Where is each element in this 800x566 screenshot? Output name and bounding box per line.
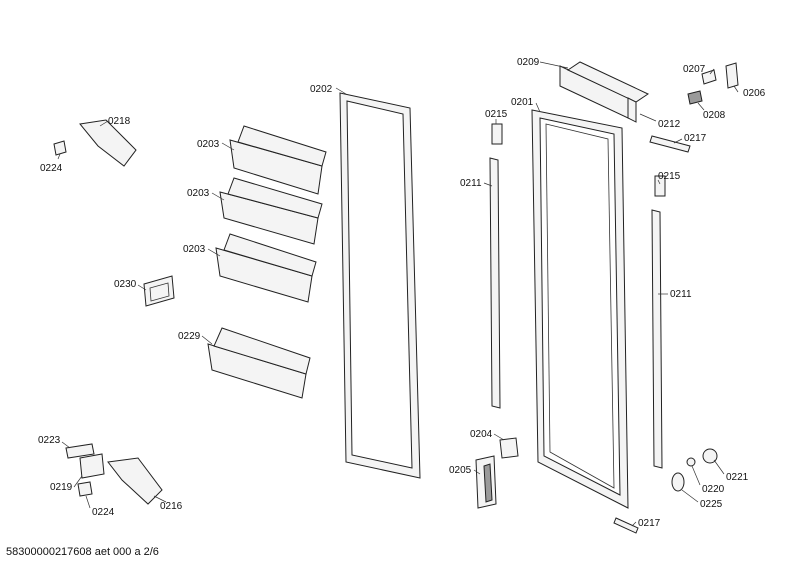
lower-hinge [65, 443, 163, 505]
label-0208: 0208 [703, 110, 726, 121]
label-0230: 0230 [114, 279, 137, 290]
label-0219: 0219 [50, 482, 73, 493]
label-0205: 0205 [449, 465, 472, 476]
door-gasket-panel [339, 92, 421, 479]
label-0215-right: 0215 [658, 171, 681, 182]
label-0220: 0220 [702, 484, 725, 495]
hinge-block [475, 437, 519, 509]
label-0209: 0209 [517, 57, 540, 68]
lower-bracket [613, 517, 639, 534]
washers [671, 448, 718, 492]
label-0224-upper: 0224 [40, 163, 63, 174]
bottle-clip [143, 275, 175, 307]
top-cover-rail [559, 61, 650, 123]
label-0217-lower: 0217 [638, 518, 661, 529]
label-0229: 0229 [178, 331, 201, 342]
label-0203-b: 0203 [187, 188, 210, 199]
label-0204: 0204 [470, 429, 493, 440]
leader-lines [57, 61, 739, 527]
upper-hinge [53, 119, 137, 167]
door-inner-liner [531, 109, 629, 509]
door-shelf-large [207, 327, 311, 399]
label-0211-left: 0211 [460, 178, 482, 189]
label-0211-right: 0211 [670, 289, 692, 300]
door-shelf-2 [219, 177, 323, 245]
label-0225: 0225 [700, 499, 723, 510]
door-rails [489, 157, 663, 469]
door-shelf-1 [229, 125, 327, 195]
label-0224-lower: 0224 [92, 507, 115, 518]
label-0202: 0202 [310, 84, 333, 95]
label-0221: 0221 [726, 472, 749, 483]
document-footer: 58300000217608 aet 000 a 2/6 [6, 546, 159, 558]
label-0203-c: 0203 [183, 244, 206, 255]
label-0207: 0207 [683, 64, 706, 75]
door-shelf-3 [215, 233, 317, 303]
label-0217-upper: 0217 [684, 133, 707, 144]
label-0215-upper: 0215 [485, 109, 508, 120]
label-0216: 0216 [160, 501, 183, 512]
upper-bracket [649, 135, 691, 153]
label-0218: 0218 [108, 116, 131, 127]
label-0201: 0201 [511, 97, 534, 108]
label-0212: 0212 [658, 119, 681, 130]
clips [491, 123, 666, 197]
label-0203-a: 0203 [197, 139, 220, 150]
label-0223: 0223 [38, 435, 61, 446]
label-0206: 0206 [743, 88, 766, 99]
hinge-small-parts [687, 62, 739, 105]
